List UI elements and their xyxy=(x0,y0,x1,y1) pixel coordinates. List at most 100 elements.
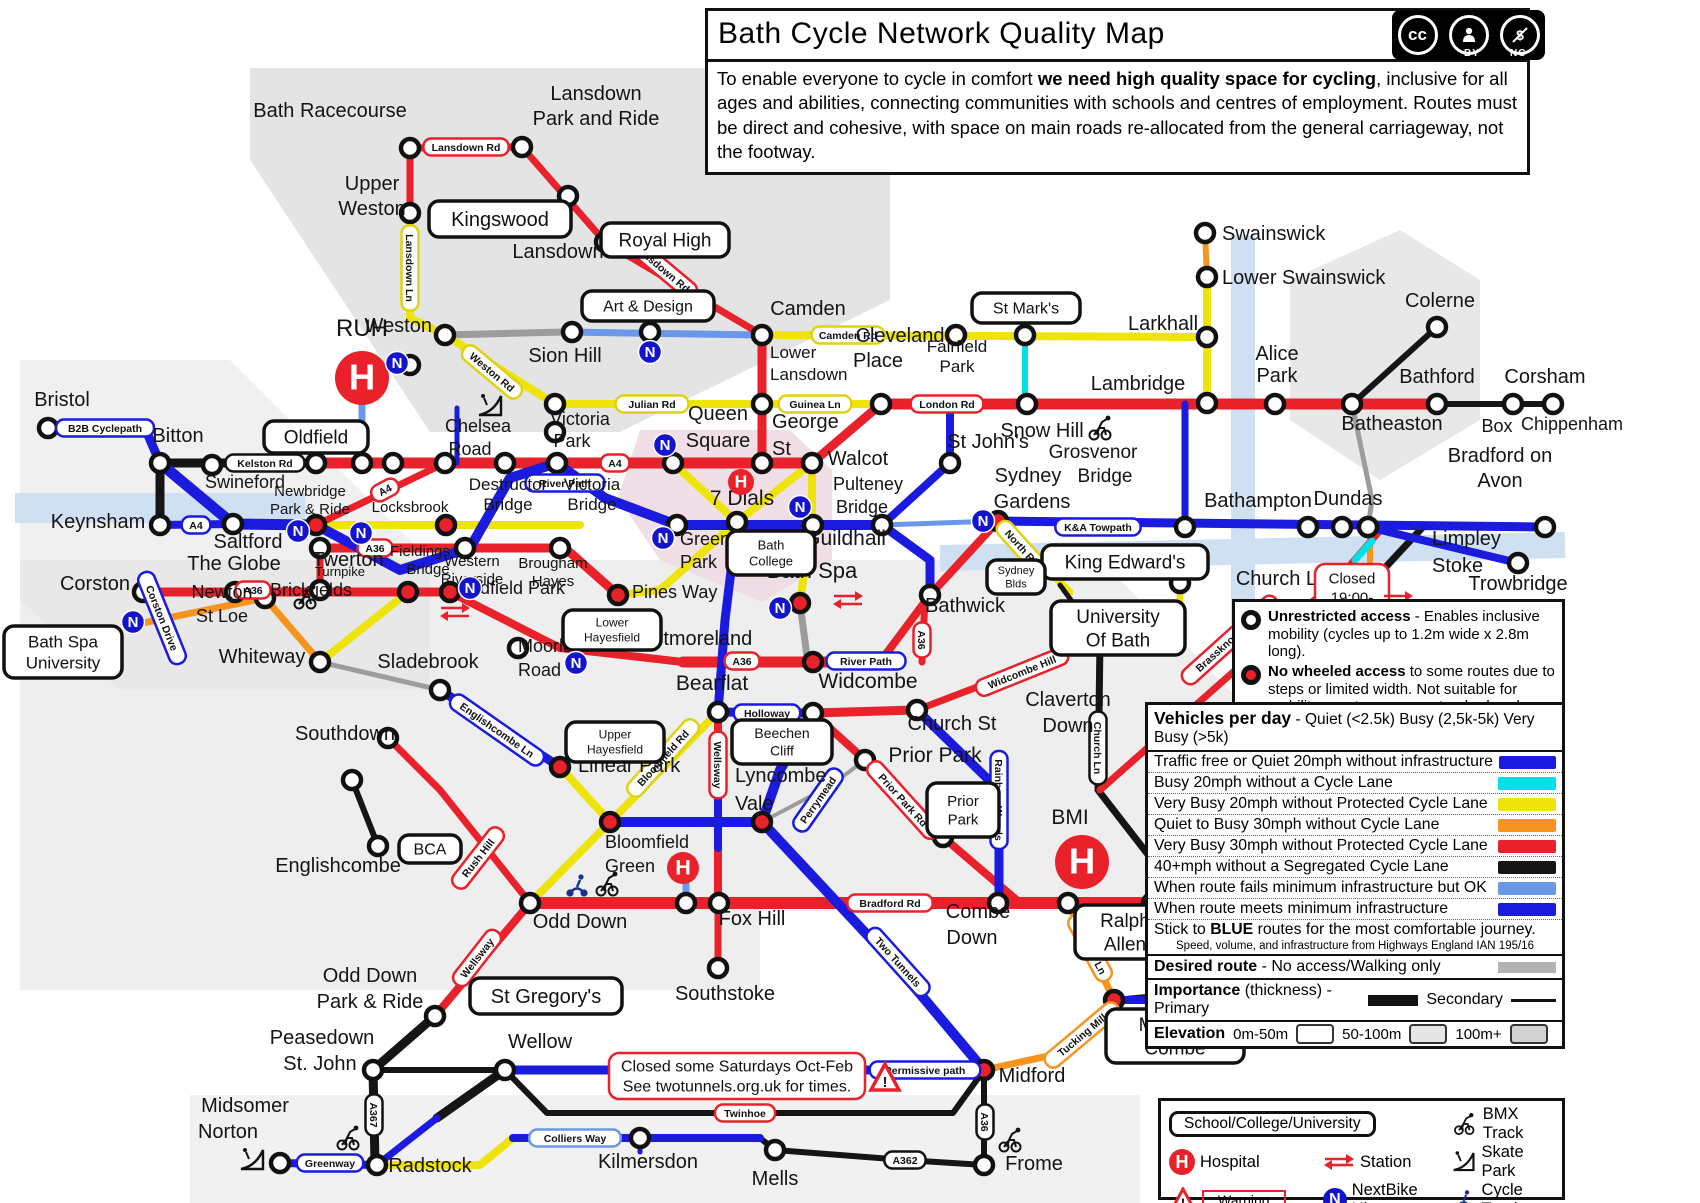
route-line-blue xyxy=(373,1114,441,1169)
place-label: St John's xyxy=(947,431,1029,453)
place-label: Bridge xyxy=(1078,466,1133,487)
station-node xyxy=(1541,392,1565,416)
vehicles-row-7: When route meets minimum infrastructure xyxy=(1148,899,1562,920)
school-box-label: University xyxy=(1076,607,1160,628)
elevation-item-label: 100m+ xyxy=(1455,1025,1502,1043)
place-label: Lambridge xyxy=(1091,373,1186,395)
station-node xyxy=(543,420,567,444)
vehicles-row-swatch xyxy=(1498,860,1556,874)
station-node xyxy=(706,956,730,980)
desired-route-rest: - No access/Walking only xyxy=(1257,958,1441,975)
place-label: Bearflat xyxy=(676,672,749,695)
school-box-label: Of Bath xyxy=(1086,631,1150,652)
place-label: Lower Swainswick xyxy=(1222,267,1386,289)
desired-route-bold: Desired route xyxy=(1154,958,1258,975)
page-title: Bath Cycle Network Quality Map xyxy=(718,17,1165,50)
place-label: Bloomfield xyxy=(605,832,689,852)
place-label: Stoke xyxy=(1432,555,1483,577)
place-label: Park & Ride xyxy=(317,991,424,1013)
nextbike-icon: N xyxy=(787,494,813,520)
place-label: Southstoke xyxy=(675,983,775,1005)
unrestricted-dot xyxy=(1241,610,1261,630)
place-label: Bathford xyxy=(1399,366,1475,388)
road-pill-label: A36 xyxy=(915,630,927,649)
svg-text:H: H xyxy=(1069,840,1095,881)
school-box-label: Park xyxy=(948,812,979,829)
station-node xyxy=(750,323,774,347)
svg-text:!: ! xyxy=(1181,1195,1186,1203)
place-label: Park xyxy=(1256,365,1298,387)
station-node xyxy=(433,451,457,475)
station-node xyxy=(800,451,824,475)
road-pill-label: Wellsway xyxy=(711,741,723,788)
station-node xyxy=(905,698,929,722)
station-node xyxy=(1195,265,1219,289)
place-label: Corsham xyxy=(1504,366,1585,388)
place-label: George xyxy=(772,411,839,433)
place-label: Fieldings xyxy=(390,543,450,560)
place-label: Sladebrook xyxy=(377,651,479,673)
place-label: Twerton xyxy=(312,549,383,571)
road-pill: A4 xyxy=(599,453,631,473)
school-box: Royal High xyxy=(599,221,731,259)
station-node xyxy=(308,536,332,560)
place-label: Midsomer xyxy=(201,1095,289,1117)
station-node xyxy=(433,323,457,347)
station-node xyxy=(308,650,332,674)
place-label: Park xyxy=(940,357,975,376)
place-label: Whiteway xyxy=(219,646,306,668)
elevation-item-label: 50-100m xyxy=(1342,1025,1402,1043)
school-box: Kingswood xyxy=(427,199,573,239)
station-node xyxy=(706,700,730,724)
place-label: St. John xyxy=(283,1053,356,1075)
place-label: Oldfield Park xyxy=(462,578,566,598)
primary-thickness-bar xyxy=(1368,994,1419,1006)
school-box-label: College xyxy=(749,554,793,569)
place-label: Square xyxy=(686,430,751,452)
place-label: Chippenham xyxy=(1521,414,1623,434)
place-label: Brougham xyxy=(518,555,587,572)
place-label: Gardens xyxy=(994,491,1071,513)
road-pill: A4 xyxy=(180,515,212,535)
station-node xyxy=(493,1058,517,1082)
station-node-no-wheeled-access xyxy=(801,650,825,674)
station-node xyxy=(1506,551,1530,575)
place-label: Camden xyxy=(770,298,846,320)
route-line-blue xyxy=(154,457,239,530)
place-label: Midford xyxy=(999,1065,1066,1087)
place-label: Pulteney xyxy=(833,474,903,494)
station-node xyxy=(869,392,893,416)
cc-by-label: BY xyxy=(1464,48,1480,59)
vehicles-row-label: Very Busy 20mph without Protected Cycle … xyxy=(1154,795,1488,812)
road-pill: A362 xyxy=(883,1150,927,1170)
station-node xyxy=(1263,392,1287,416)
place-label: Sydney xyxy=(995,465,1062,487)
station-node xyxy=(148,513,172,537)
route-line-blue xyxy=(877,520,935,598)
place-label: Down xyxy=(946,927,997,949)
station-node xyxy=(938,451,962,475)
road-pill: Guinea Ln xyxy=(777,394,853,414)
route-line-lb xyxy=(561,328,766,339)
nextbike-icon: N xyxy=(970,508,996,534)
road-pill: A36 xyxy=(234,580,272,600)
road-pill: Two Tunnels xyxy=(865,926,931,998)
station-node xyxy=(918,583,942,607)
road-pill-label: A36 xyxy=(732,656,751,668)
station-node xyxy=(1195,325,1219,349)
route-line-red xyxy=(807,399,886,468)
station-node xyxy=(36,416,60,440)
school-box-label: Kingswood xyxy=(451,209,549,231)
place-label: Green xyxy=(680,529,730,549)
bmx-track-icon xyxy=(336,1125,360,1151)
svg-text:N: N xyxy=(392,355,403,372)
place-label: Lyncombe xyxy=(735,765,827,787)
school-box-label: Upper xyxy=(599,728,632,742)
hospital-icon: H xyxy=(728,469,754,495)
school-box-label: Allen xyxy=(1104,935,1146,956)
place-label: Western xyxy=(444,553,500,570)
